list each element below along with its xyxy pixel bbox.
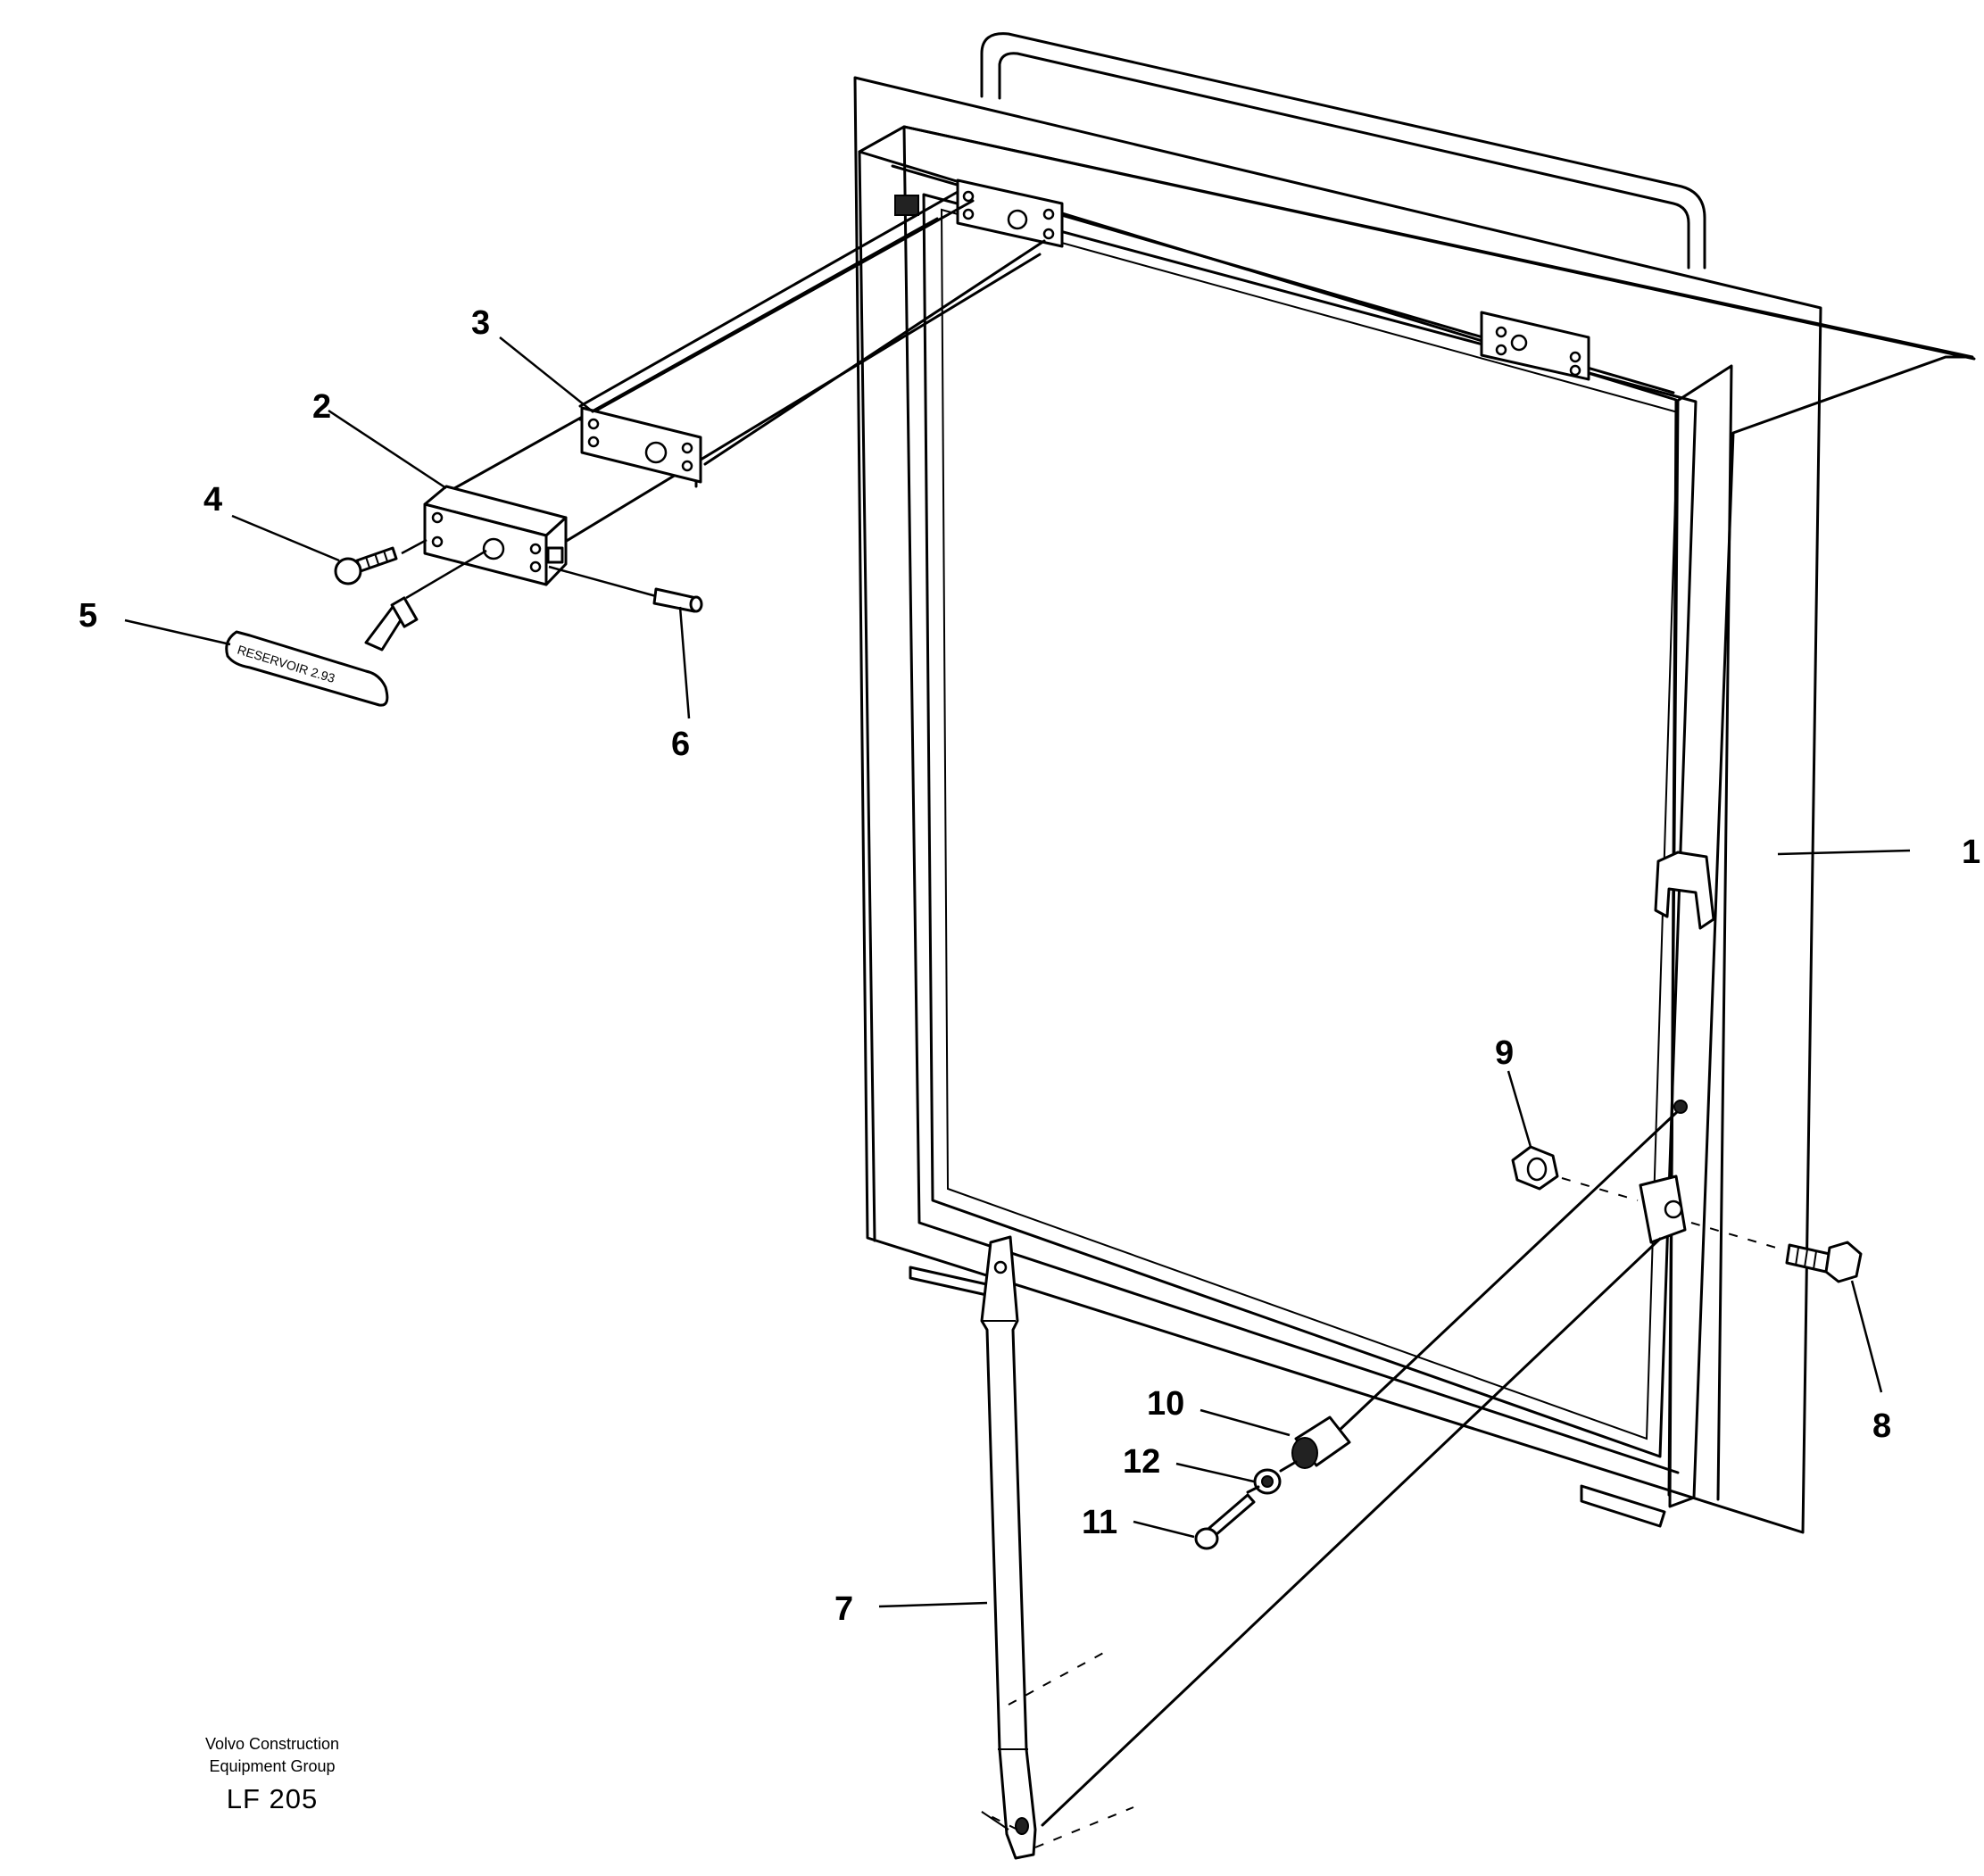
callout-8: 8 bbox=[1872, 1407, 1891, 1445]
leader-4 bbox=[231, 514, 340, 562]
callout-11: 11 bbox=[1082, 1504, 1117, 1541]
screw-item-11 bbox=[1133, 1485, 1260, 1550]
mount-arm bbox=[423, 190, 1046, 586]
callout-9: 9 bbox=[1495, 1034, 1514, 1072]
leader-7 bbox=[878, 1601, 988, 1608]
leader-5 bbox=[124, 618, 231, 646]
bolt-item-8 bbox=[1690, 1222, 1883, 1393]
callout-12: 12 bbox=[1123, 1443, 1160, 1481]
callout-4: 4 bbox=[203, 481, 222, 519]
footer-diagram-code: LF 205 bbox=[226, 1783, 319, 1814]
t-handle-key-item-5: RESERVOIR 2.93 bbox=[225, 549, 487, 707]
support-strut-item-7 bbox=[980, 1235, 1662, 1860]
window-frame bbox=[853, 32, 1976, 1534]
leader-2 bbox=[328, 409, 447, 490]
screw-item-4 bbox=[334, 538, 428, 585]
nut-item-9 bbox=[1507, 1070, 1639, 1201]
washer-item-12 bbox=[1175, 1460, 1298, 1495]
spacer-item-10 bbox=[1200, 1100, 1688, 1469]
callout-3: 3 bbox=[471, 304, 490, 342]
footer-org-line-2: Equipment Group bbox=[209, 1757, 336, 1775]
callout-2: 2 bbox=[312, 388, 331, 426]
leader-3 bbox=[499, 336, 594, 413]
callout-6: 6 bbox=[671, 726, 690, 763]
pin-item-6 bbox=[548, 565, 703, 613]
callout-7: 7 bbox=[834, 1590, 853, 1628]
leader-6 bbox=[678, 606, 691, 719]
callout-10: 10 bbox=[1147, 1385, 1184, 1423]
footer-org-line-1: Volvo Construction bbox=[204, 1735, 340, 1753]
footer-block: Volvo Construction Equipment Group LF 20… bbox=[170, 1733, 375, 1815]
callout-5: 5 bbox=[79, 597, 97, 635]
callout-1: 1 bbox=[1962, 834, 1980, 871]
leader-1 bbox=[1777, 849, 1911, 856]
